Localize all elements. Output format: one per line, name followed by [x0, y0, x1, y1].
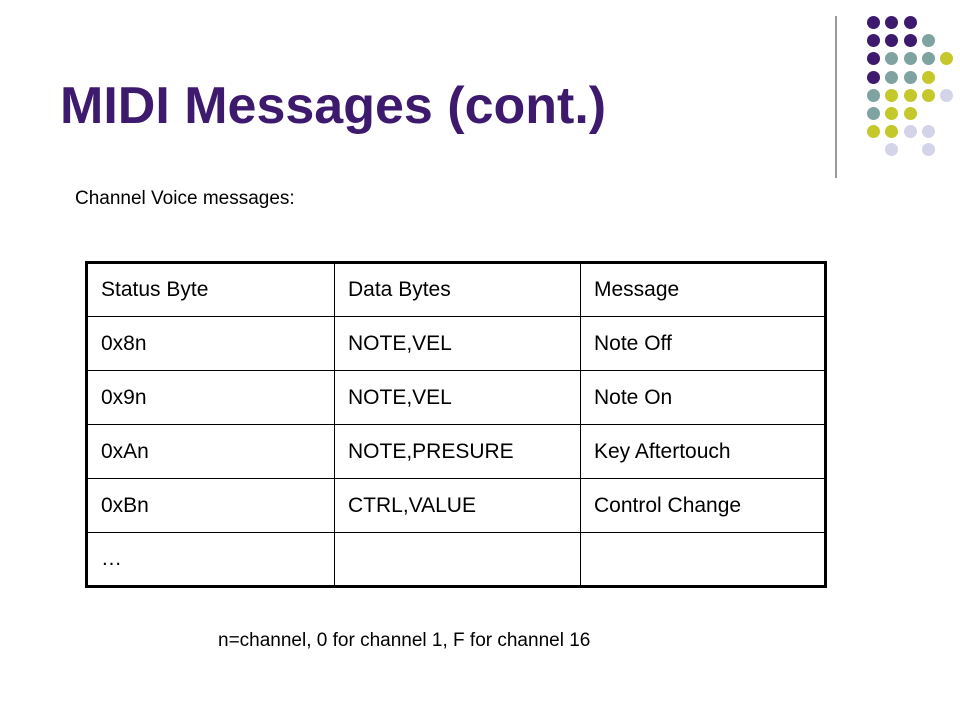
decorative-dot — [885, 143, 899, 157]
table-cell: 0x8n — [86, 316, 335, 371]
decorative-dot — [885, 88, 899, 102]
table-row: … — [86, 532, 826, 587]
table-cell — [580, 532, 826, 587]
table-row: 0x9n NOTE,VEL Note On — [86, 370, 826, 425]
table-cell: Control Change — [580, 478, 826, 533]
decorative-dot — [867, 125, 881, 139]
table-row: 0xAn NOTE,PRESURE Key Aftertouch — [86, 424, 826, 479]
table-cell: Note Off — [580, 316, 826, 371]
decorative-dot — [940, 88, 953, 102]
decorative-dot — [903, 125, 917, 139]
table-row: 0xBn CTRL,VALUE Control Change — [86, 478, 826, 533]
decorative-dot — [867, 52, 881, 66]
decorative-dot — [903, 107, 917, 120]
table-cell: … — [86, 532, 335, 587]
table-cell: CTRL,VALUE — [334, 478, 581, 533]
header-cell: Data Bytes — [334, 262, 581, 317]
table-cell — [334, 532, 581, 587]
decorative-dot — [921, 143, 935, 157]
header-cell: Message — [580, 262, 826, 317]
decorative-dot — [903, 88, 917, 102]
table-cell: 0xBn — [86, 478, 335, 533]
decorative-dot — [921, 125, 935, 139]
table-header-row: Status Byte Data Bytes Message — [86, 262, 826, 317]
table-cell: Note On — [580, 370, 826, 425]
decorative-dot — [940, 52, 953, 66]
table-cell: 0x9n — [86, 370, 335, 425]
decorative-dot — [903, 70, 917, 84]
decorative-dot — [867, 70, 881, 84]
midi-message-table: Status Byte Data Bytes Message 0x8n NOTE… — [85, 261, 827, 588]
channel-footnote: n=channel, 0 for channel 1, F for channe… — [218, 630, 591, 651]
table-cell: NOTE,VEL — [334, 370, 581, 425]
decorative-dot — [867, 34, 881, 48]
decorative-dot — [885, 107, 899, 120]
decorative-dot — [867, 88, 881, 102]
table-cell: Key Aftertouch — [580, 424, 826, 479]
decorative-dot — [921, 70, 935, 84]
header-cell: Status Byte — [86, 262, 335, 317]
decorative-dot — [867, 107, 881, 120]
slide-title: MIDI Messages (cont.) — [60, 77, 607, 135]
decorative-dot — [921, 88, 935, 102]
decorative-dot — [903, 16, 917, 29]
decorative-dot — [885, 34, 899, 48]
decorative-dot — [885, 52, 899, 66]
decorative-dot — [903, 52, 917, 66]
decorative-dot — [885, 70, 899, 84]
slide-subtitle: Channel Voice messages: — [75, 188, 295, 209]
decorative-dot — [903, 34, 917, 48]
decorative-dot — [921, 34, 935, 48]
decorative-dot — [867, 16, 881, 29]
decorative-dot — [921, 52, 935, 66]
decorative-dot — [885, 125, 899, 139]
decorative-dot — [885, 16, 899, 29]
table-cell: NOTE,PRESURE — [334, 424, 581, 479]
table-row: 0x8n NOTE,VEL Note Off — [86, 316, 826, 371]
table-cell: 0xAn — [86, 424, 335, 479]
vertical-divider — [835, 16, 837, 178]
table-cell: NOTE,VEL — [334, 316, 581, 371]
